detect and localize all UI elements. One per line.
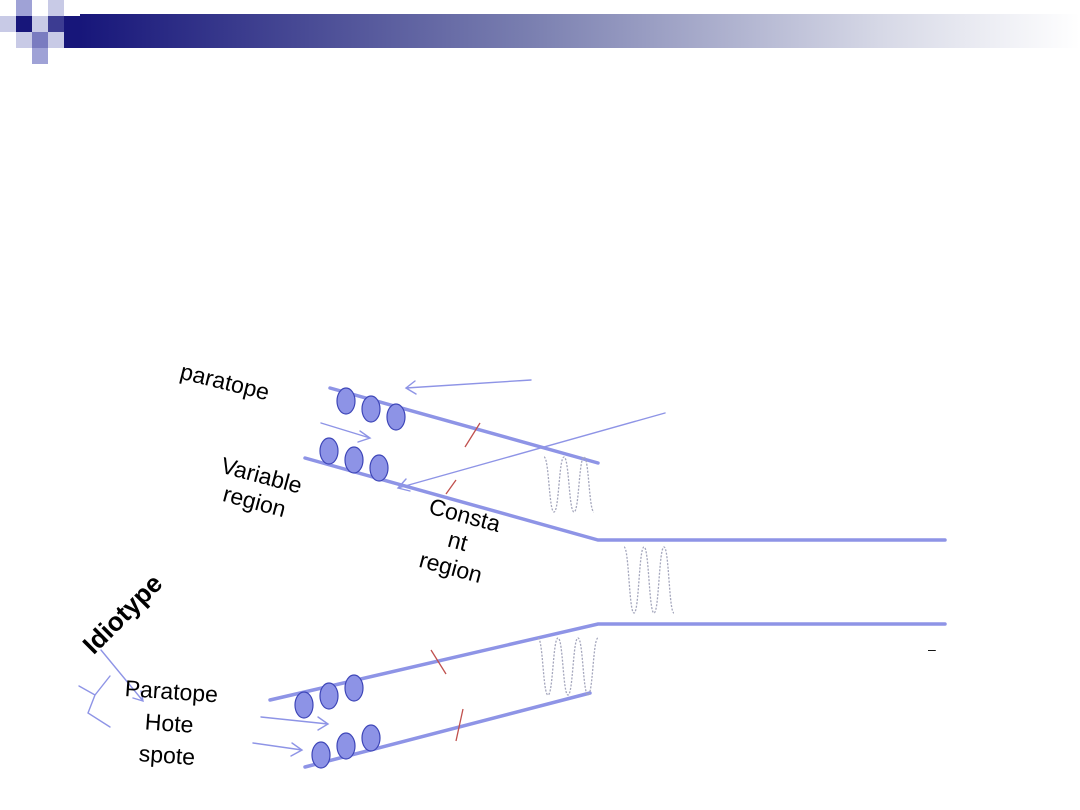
pointer-arrows (78, 379, 666, 757)
bead (294, 691, 314, 719)
lower-heavy-chain (268, 622, 947, 702)
bead (311, 741, 331, 769)
arrow-to-upper-beads (320, 422, 372, 443)
upper-hinge-bond (543, 456, 595, 513)
idiotype-brace (78, 675, 111, 728)
upper-heavy-chain (303, 456, 947, 542)
bead (369, 454, 389, 482)
disulfide-mark (445, 479, 457, 495)
disulfide-marks (430, 422, 481, 742)
arrow-to-variable-region (396, 412, 666, 492)
bead (336, 387, 356, 415)
arrow-to-paratope-label (100, 649, 144, 703)
bead (344, 446, 364, 474)
arrow-to-lower-beads-2 (252, 742, 304, 757)
paratope-hotspot-label: Paratope Hote spote (123, 674, 219, 770)
bead (344, 674, 364, 702)
bead (319, 682, 339, 710)
hinge-bonds (537, 456, 675, 696)
middle-hinge-bond (623, 546, 675, 614)
disulfide-mark (464, 422, 481, 448)
bead (336, 732, 356, 760)
bead (361, 395, 381, 423)
arrow-to-lower-beads-1 (260, 716, 330, 731)
paratope-beads (294, 387, 406, 769)
bead (319, 437, 339, 465)
bead (361, 724, 381, 752)
arrow-to-paratope (404, 379, 532, 395)
lower-hinge-bond (537, 637, 599, 696)
disulfide-mark (455, 708, 464, 742)
bead (386, 403, 406, 431)
title-gradient-bar (80, 14, 1080, 48)
title-bar (0, 0, 1080, 64)
dash-mark: – (928, 641, 936, 657)
checker-ornament-icon (0, 0, 80, 64)
disulfide-mark (430, 649, 447, 675)
antibody-chains (268, 386, 947, 769)
